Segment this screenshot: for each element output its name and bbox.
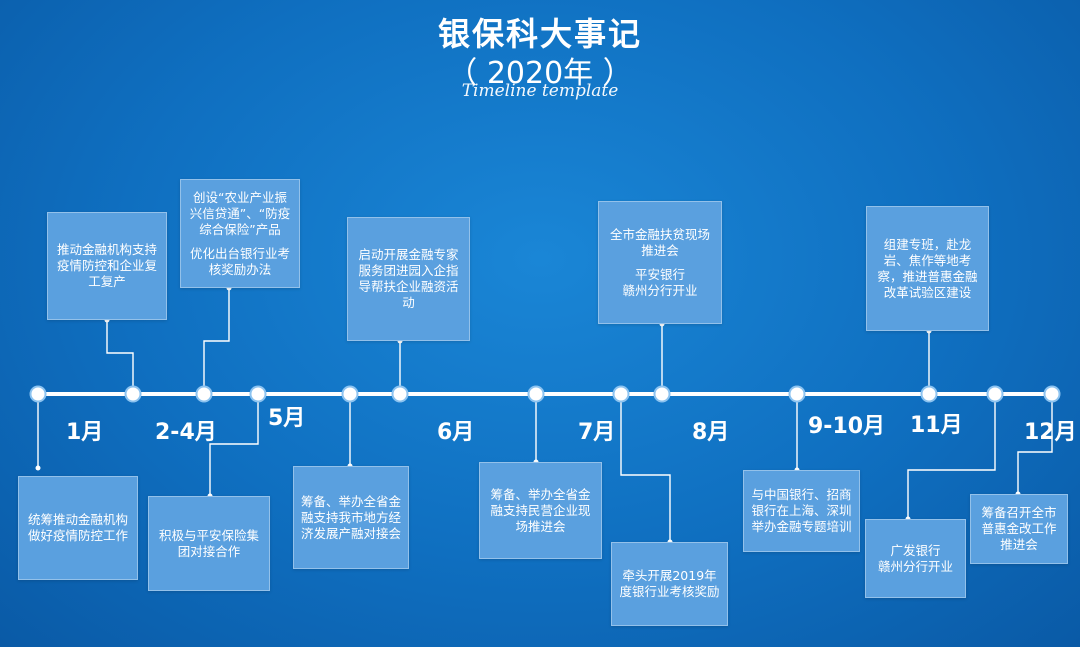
month-label-m8: 11月 <box>910 413 963 438</box>
connector-e4 <box>209 394 259 496</box>
timeline-node-e10 <box>788 385 806 403</box>
timeline-node-e5 <box>341 385 359 403</box>
event-text: 平安银行 赣州分行开业 <box>622 266 698 298</box>
timeline-node-e4 <box>249 385 267 403</box>
month-label-m5: 7月 <box>578 420 616 445</box>
timeline-node-e1 <box>29 385 47 403</box>
event-text: 积极与平安保险集团对接合作 <box>158 527 259 559</box>
timeline-node-e2 <box>124 385 142 403</box>
timeline-node-end <box>1043 385 1061 403</box>
year-label: （ 2020年 ） <box>447 56 633 91</box>
event-text: 牵头开展2019年度银行业考核奖励 <box>619 568 720 599</box>
timeline-node-e12 <box>986 385 1004 403</box>
event-box-e10: 与中国银行、招商银行在上海、深圳举办金融专题培训 <box>743 470 860 552</box>
event-box-e3: 创设“农业产业振兴信贷通”、“防疫综合保险”产品优化出台银行业考核奖励办法 <box>180 179 300 288</box>
event-text: 组建专班，赴龙岩、焦作等地考察，推进普惠金融改革试验区建设 <box>877 236 978 300</box>
event-text: 筹备、举办全省金融支持我市地方经济发展产融对接会 <box>300 493 401 541</box>
month-label-m7: 9-10月 <box>808 414 886 439</box>
month-label-m2: 2-4月 <box>155 420 217 445</box>
connector-e12 <box>907 394 996 519</box>
event-text: 广发银行 赣州分行开业 <box>877 542 953 574</box>
timeline-node-e8 <box>612 385 630 403</box>
page-title: 银保科大事记 <box>437 15 642 53</box>
event-text: 全市金融扶贫现场推进会 <box>609 226 710 258</box>
connector-e3 <box>203 288 230 394</box>
event-box-e7: 筹备、举办全省金融支持民营企业现场推进会 <box>479 462 602 559</box>
month-label-m9: 12月 <box>1024 420 1077 445</box>
event-box-e5: 筹备、举办全省金融支持我市地方经济发展产融对接会 <box>293 466 409 569</box>
event-box-e1: 统筹推动金融机构做好疫情防控工作 <box>18 476 138 580</box>
event-text: 推动金融机构支持疫情防控和企业复工复产 <box>56 242 157 289</box>
timeline-subtitle: Timeline template <box>461 81 619 101</box>
month-label-m3: 5月 <box>268 406 306 431</box>
event-box-e13: 筹备召开全市普惠金改工作推进会 <box>970 494 1068 564</box>
connector-e8 <box>620 394 671 542</box>
event-text: 启动开展金融专家服务团进园入企指导帮扶企业融资活动 <box>358 247 459 310</box>
event-box-e8: 牵头开展2019年度银行业考核奖励 <box>611 542 728 626</box>
event-text: 筹备、举办全省金融支持民营企业现场推进会 <box>490 486 591 534</box>
timeline-node-e6 <box>391 385 409 403</box>
event-box-e2: 推动金融机构支持疫情防控和企业复工复产 <box>47 212 167 320</box>
event-text: 优化出台银行业考核奖励办法 <box>189 245 290 277</box>
timeline-node-e11 <box>920 385 938 403</box>
month-label-m1: 1月 <box>66 420 104 445</box>
connector-e13 <box>1017 394 1053 494</box>
event-box-e4: 积极与平安保险集团对接合作 <box>148 496 270 591</box>
connector-e2 <box>106 320 134 394</box>
event-box-e9: 全市金融扶贫现场推进会平安银行 赣州分行开业 <box>598 201 722 324</box>
connector-dot-e1 <box>35 465 41 471</box>
event-text: 统筹推动金融机构做好疫情防控工作 <box>27 512 128 543</box>
event-box-e12: 广发银行 赣州分行开业 <box>865 519 966 598</box>
month-label-m6: 8月 <box>692 420 730 445</box>
event-text: 与中国银行、招商银行在上海、深圳举办金融专题培训 <box>751 487 852 534</box>
timeline-node-e7 <box>527 385 545 403</box>
timeline-node-e3 <box>195 385 213 403</box>
month-label-m4: 6月 <box>437 420 475 445</box>
event-text: 筹备召开全市普惠金改工作推进会 <box>981 505 1057 552</box>
event-text: 创设“农业产业振兴信贷通”、“防疫综合保险”产品 <box>189 189 291 237</box>
timeline-node-e9 <box>653 385 671 403</box>
event-box-e6: 启动开展金融专家服务团进园入企指导帮扶企业融资活动 <box>347 217 470 341</box>
event-box-e11: 组建专班，赴龙岩、焦作等地考察，推进普惠金融改革试验区建设 <box>866 206 989 331</box>
